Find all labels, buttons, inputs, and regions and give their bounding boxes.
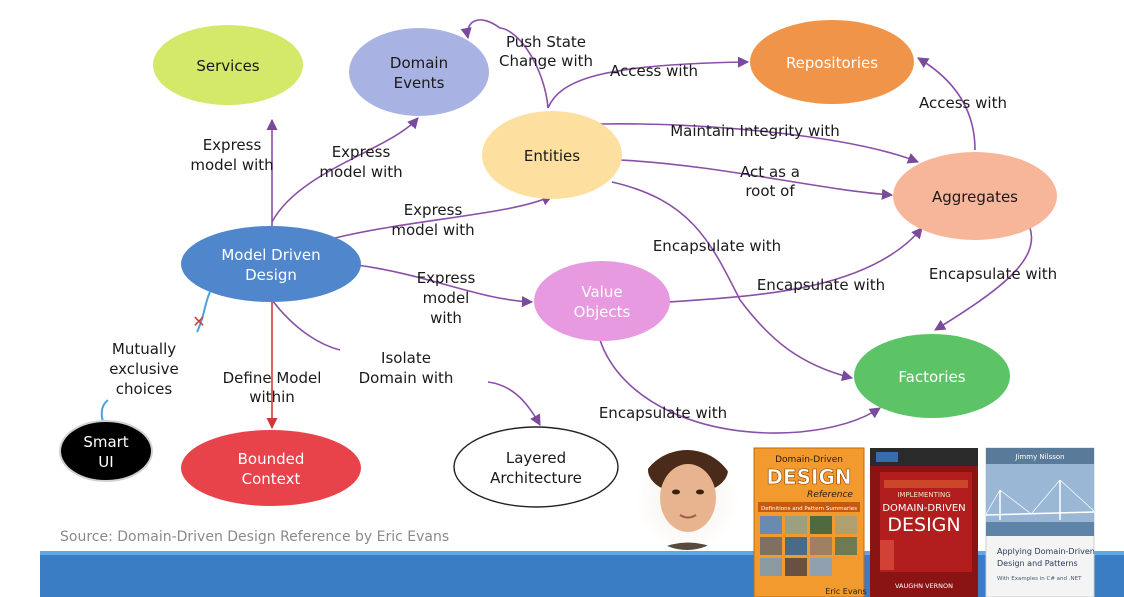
svg-text:Express: Express xyxy=(203,136,262,154)
source-caption: Source: Domain-Driven Design Reference b… xyxy=(60,529,449,545)
svg-text:Express: Express xyxy=(332,143,391,161)
svg-text:Push State: Push State xyxy=(506,33,586,51)
node-model-driven-design: Model Driven Design xyxy=(181,226,361,302)
label-access-with-right: Access with xyxy=(919,94,1007,112)
edge-value-factories xyxy=(599,339,881,434)
edge-isolate-layered xyxy=(487,381,541,426)
label-express-entities: Express model with xyxy=(391,201,474,239)
node-entities: Entities xyxy=(482,111,622,199)
svg-text:exclusive: exclusive xyxy=(109,360,179,378)
edge-push-state xyxy=(460,19,549,109)
label-encapsulate-aggregates: Encapsulate with xyxy=(929,265,1057,283)
label-encapsulate-value: Encapsulate with xyxy=(757,276,885,294)
label-express-events: Express model with xyxy=(319,143,402,181)
svg-text:Express: Express xyxy=(417,269,476,287)
svg-text:Isolate: Isolate xyxy=(381,349,431,367)
node-factories-label: Factories xyxy=(898,368,965,386)
edge-mdd-value xyxy=(356,264,534,308)
node-domain-events-line1: Domain xyxy=(390,54,448,72)
svg-text:model with: model with xyxy=(391,221,474,239)
svg-text:Express: Express xyxy=(404,201,463,219)
label-push-state: Push State Change with xyxy=(499,33,593,70)
svg-text:within: within xyxy=(249,388,295,406)
node-bounded-context-line1: Bounded xyxy=(238,450,305,468)
exclusive-x-mark: ✕ xyxy=(192,312,205,331)
node-repositories-label: Repositories xyxy=(786,54,878,72)
label-access-with-top: Access with xyxy=(610,62,698,80)
edge-entities-factories xyxy=(611,181,854,381)
label-define-model: Define Model within xyxy=(223,369,322,406)
footer-bar xyxy=(40,555,1124,597)
node-services-label: Services xyxy=(196,57,259,75)
node-bounded-context-line2: Context xyxy=(242,470,301,488)
node-layered-line2: Architecture xyxy=(490,469,582,487)
node-services: Services xyxy=(153,25,303,105)
label-express-value: Express model with xyxy=(417,269,476,327)
label-maintain-integrity: Maintain Integrity with xyxy=(670,122,840,140)
edge-maintain-integrity xyxy=(599,123,920,164)
svg-text:Act as a: Act as a xyxy=(740,163,800,181)
node-aggregates-label: Aggregates xyxy=(932,188,1018,206)
node-smart-ui-line1: Smart xyxy=(83,433,128,451)
node-factories: Factories xyxy=(854,334,1010,418)
label-isolate-domain: Isolate Domain with xyxy=(359,349,454,387)
svg-text:Domain with: Domain with xyxy=(359,369,454,387)
label-act-as-root: Act as a root of xyxy=(740,163,800,200)
node-entities-label: Entities xyxy=(524,147,580,165)
node-aggregates: Aggregates xyxy=(893,152,1057,240)
svg-text:model: model xyxy=(423,289,470,307)
node-mdd-line2: Design xyxy=(245,266,297,284)
edge-mdd-layered xyxy=(271,299,341,351)
node-smart-ui: Smart UI xyxy=(59,420,153,482)
edge-mdd-events xyxy=(271,117,419,223)
edge-aggregates-repositories xyxy=(917,57,976,151)
node-layered-line1: Layered xyxy=(506,449,566,467)
node-value-objects-line2: Objects xyxy=(574,303,631,321)
edge-exclusive-top xyxy=(196,291,211,333)
node-value-objects: Value Objects xyxy=(534,261,670,341)
edge-aggregates-factories xyxy=(934,227,1033,331)
label-encapsulate-bottom: Encapsulate with xyxy=(599,404,727,422)
svg-text:Change with: Change with xyxy=(499,52,593,70)
node-smart-ui-line2: UI xyxy=(98,453,113,471)
node-repositories: Repositories xyxy=(750,20,914,104)
node-mdd-line1: Model Driven xyxy=(221,246,320,264)
node-layered-architecture: Layered Architecture xyxy=(453,426,619,508)
svg-text:choices: choices xyxy=(116,380,173,398)
edge-mdd-entities xyxy=(334,195,554,239)
author-portrait xyxy=(635,448,739,552)
node-domain-events: Domain Events xyxy=(349,28,489,116)
svg-text:model with: model with xyxy=(319,163,402,181)
svg-text:root of: root of xyxy=(745,182,795,200)
label-express-services: Express model with xyxy=(190,136,273,174)
edge-entities-repositories xyxy=(547,56,750,109)
node-bounded-context: Bounded Context xyxy=(181,430,361,506)
edge-value-aggregates xyxy=(667,227,923,303)
edge-act-root xyxy=(619,159,894,200)
node-domain-events-line2: Events xyxy=(394,74,445,92)
footer-bar-highlight xyxy=(40,551,1124,555)
label-mutually-exclusive: Mutually exclusive choices xyxy=(109,340,179,398)
node-value-objects-line1: Value xyxy=(581,283,622,301)
svg-text:with: with xyxy=(430,309,462,327)
label-encapsulate-entities: Encapsulate with xyxy=(653,237,781,255)
svg-text:Mutually: Mutually xyxy=(112,340,176,358)
svg-text:Define Model: Define Model xyxy=(223,369,322,387)
svg-text:model with: model with xyxy=(190,156,273,174)
